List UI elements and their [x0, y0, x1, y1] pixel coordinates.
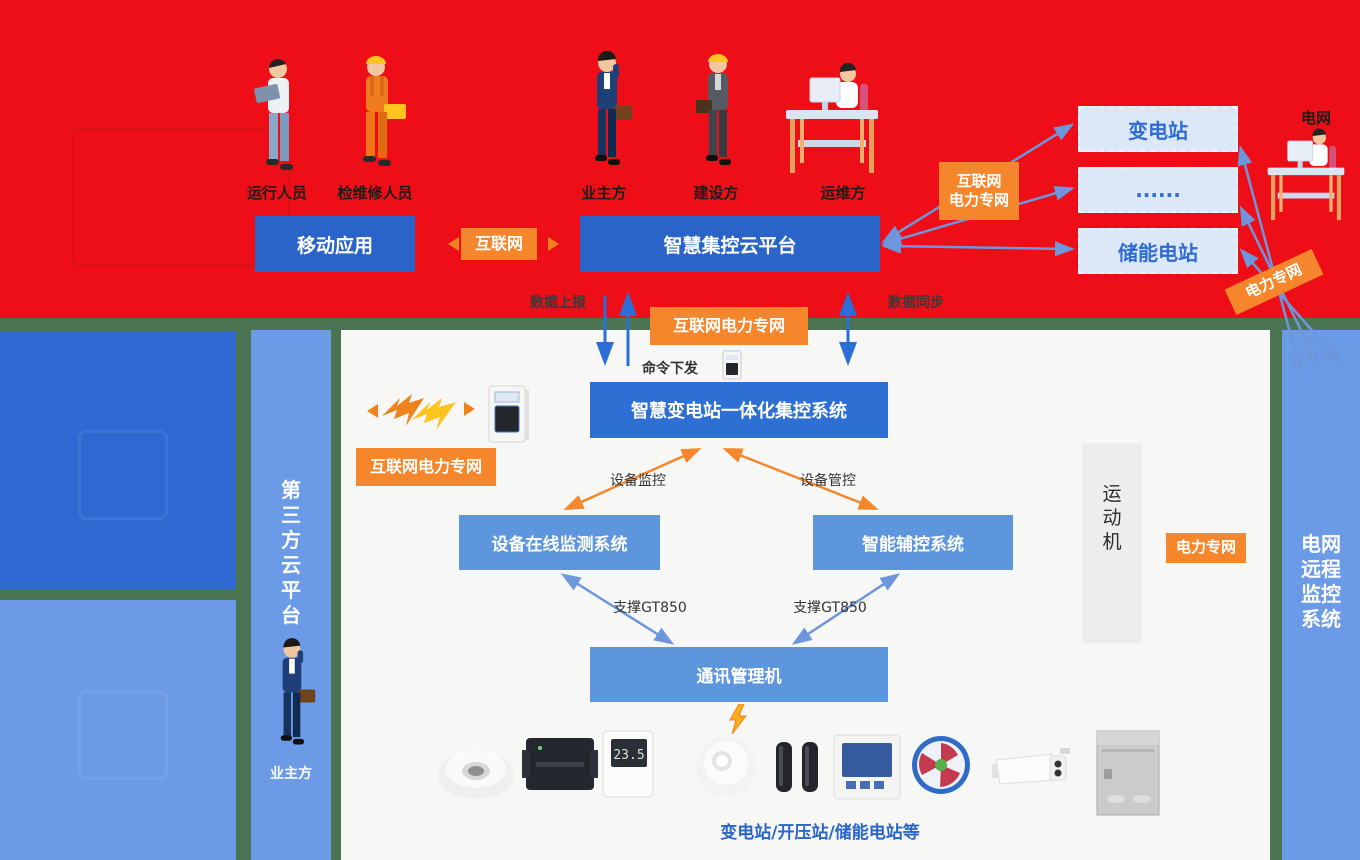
- small-lightning-icon: [729, 704, 748, 734]
- internet-power-mid-badge: 互联网电力专网: [650, 307, 808, 345]
- internet-power-left-badge: 互联网电力专网: [356, 448, 496, 486]
- chevron-right-icon: [548, 237, 566, 251]
- svg-text:23.5: 23.5: [613, 748, 644, 763]
- om-person-desk-icon: [786, 62, 878, 173]
- grid-person-desk-icon: [1267, 128, 1345, 221]
- chevron-left-icon: [360, 404, 378, 418]
- person-label: 业主方: [581, 184, 627, 202]
- third-party-cloud-column: [251, 330, 331, 860]
- power-net-right-badge: 电力专网: [1166, 533, 1246, 563]
- mobile-app-box: 移动应用: [255, 216, 415, 272]
- faint-watermark: [78, 430, 168, 520]
- operator-person-icon: [254, 59, 293, 170]
- data-report-label: 数据上报: [530, 295, 586, 311]
- person-label: 检维修人员: [337, 184, 413, 202]
- maintenance-person-icon: [363, 56, 406, 166]
- ellipsis-box: ......: [1078, 167, 1238, 213]
- axial-fan-icon: [912, 736, 970, 794]
- mini-meter-icon: [722, 350, 742, 380]
- control-module-icon: [522, 738, 598, 790]
- storage-station-box: 储能电站: [1078, 228, 1238, 274]
- device-control-label: 设备管控: [800, 473, 856, 489]
- gt850-right-label: 支撑GT850: [793, 600, 867, 616]
- door-sensors-icon: [776, 742, 818, 792]
- builder-person-icon: [696, 54, 731, 165]
- grid-label: 电网: [1300, 109, 1331, 127]
- device-monitor-label: 设备监控: [610, 473, 666, 489]
- control-cabinet-icon: [1096, 730, 1160, 816]
- comm-manager-box: 通讯管理机: [590, 647, 888, 702]
- person-label: 建设方: [693, 184, 739, 202]
- person-label: 运维方: [820, 184, 866, 202]
- grid-remote-column: [1282, 330, 1360, 860]
- devices-caption: 变电站/开压站/储能电站等: [720, 823, 920, 843]
- owner-person-icon: [280, 638, 316, 745]
- cloud-platform-box: 智慧集控云平台: [580, 216, 880, 272]
- lightning-icon: [382, 394, 456, 430]
- third-party-cloud-label: 第 三 方 云 平 台: [281, 478, 301, 627]
- left-light-blue-block: [0, 600, 236, 860]
- person-label: 运行人员: [246, 184, 307, 202]
- aux-control-box: 智能辅控系统: [813, 515, 1013, 570]
- faint-watermark: [78, 690, 168, 780]
- internet-power-badge: 互联网 电力专网: [939, 162, 1019, 220]
- substation-box: 变电站: [1078, 106, 1238, 152]
- faint-watermark: [72, 128, 290, 266]
- smoke-detector-icon: [438, 750, 514, 799]
- chevron-left-icon: [441, 237, 459, 251]
- dome-sensor-icon: [696, 737, 756, 797]
- thermo-hygrometer-icon: 23.5: [602, 730, 654, 798]
- owner-left-label: 业主方: [270, 766, 312, 782]
- data-sync-label: 数据同步: [888, 295, 944, 311]
- chevron-right-icon: [464, 402, 482, 416]
- cctv-camera-icon: [992, 748, 1070, 785]
- smart-meter-icon: [488, 385, 529, 443]
- core-system-box: 智慧变电站一体化集控系统: [590, 382, 888, 438]
- grid-remote-label: 电网 远程 监控 系统: [1301, 532, 1341, 631]
- rtu-box: 运 动 机: [1082, 443, 1142, 643]
- left-dark-blue-block: [0, 332, 236, 590]
- panel-meter-icon: [833, 734, 901, 800]
- rtu-label: 运 动 机: [1102, 483, 1122, 553]
- owner-person-icon: [595, 50, 632, 165]
- online-monitor-box: 设备在线监测系统: [459, 515, 660, 570]
- command-down-label: 命令下发: [642, 361, 698, 377]
- internet-badge: 互联网: [461, 228, 537, 260]
- gt850-left-label: 支撑GT850: [613, 600, 687, 616]
